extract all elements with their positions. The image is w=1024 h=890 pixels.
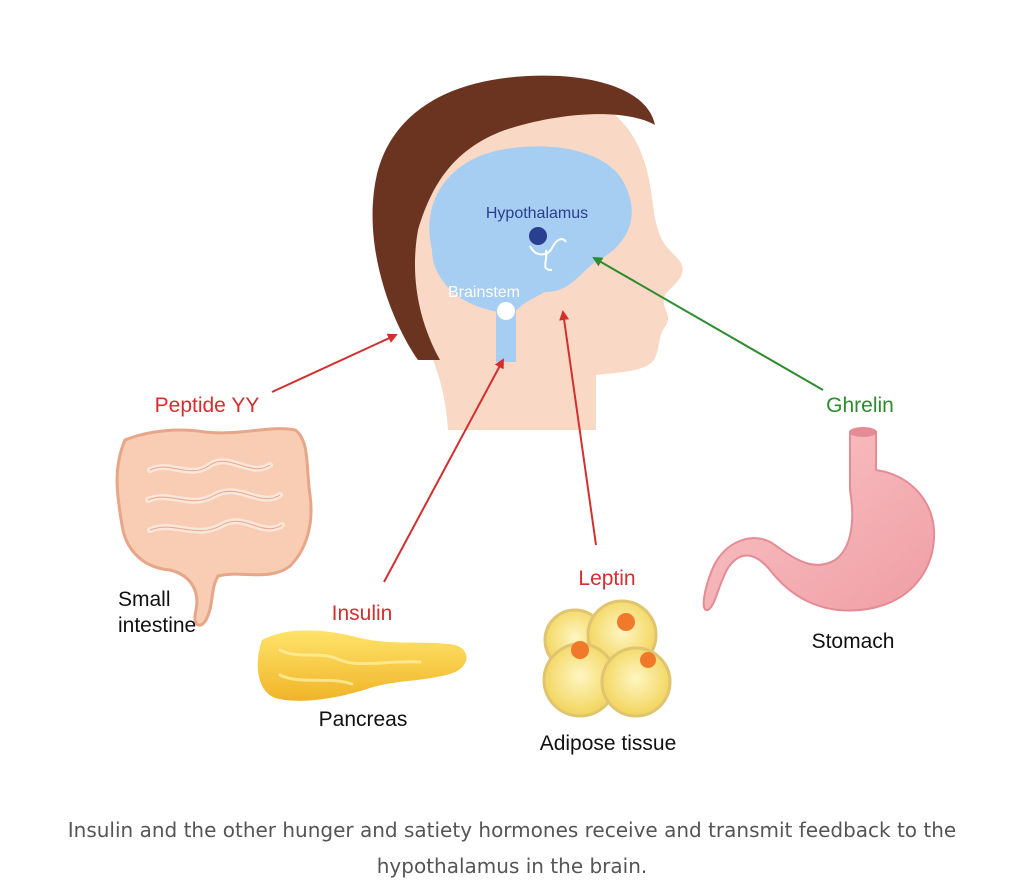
brainstem-label: Brainstem <box>448 284 520 301</box>
hormone-label-peptide-yy: Peptide YY <box>155 394 260 417</box>
pancreas-illustration <box>257 630 467 701</box>
hair <box>372 75 655 360</box>
adipose-illustration <box>542 599 672 718</box>
arrows <box>271 257 824 583</box>
organ-label-stomach: Stomach <box>812 630 895 653</box>
hypothalamus-stalk <box>529 238 567 271</box>
organ-label-adipose: Adipose tissue <box>540 732 677 755</box>
hormone-label-insulin: Insulin <box>332 602 393 625</box>
brain-region <box>429 146 632 362</box>
stomach-illustration <box>702 427 936 612</box>
arrow-ghrelin <box>592 257 824 391</box>
hormone-label-leptin: Leptin <box>578 567 635 590</box>
arrow-leptin <box>559 310 597 546</box>
arrow-peptide-yy <box>271 333 398 393</box>
organ-label-pancreas: Pancreas <box>319 708 408 731</box>
hypothalamus-label: Hypothalamus <box>486 205 588 222</box>
hypothalamus-dot <box>529 227 547 245</box>
figure-caption: Insulin and the other hunger and satiety… <box>67 818 957 878</box>
organ-label-small-intestine-line1: Small <box>118 588 171 611</box>
arrow-insulin <box>383 358 504 583</box>
organ-label-small-intestine-line2: intestine <box>118 614 196 637</box>
hormone-diagram: Hypothalamus Brainstem Peptide YY Insuli… <box>115 75 936 755</box>
hormone-label-ghrelin: Ghrelin <box>826 394 894 417</box>
brainstem-dot <box>497 302 515 320</box>
small-intestine-illustration <box>115 427 313 627</box>
head-illustration: Hypothalamus Brainstem <box>372 75 683 430</box>
